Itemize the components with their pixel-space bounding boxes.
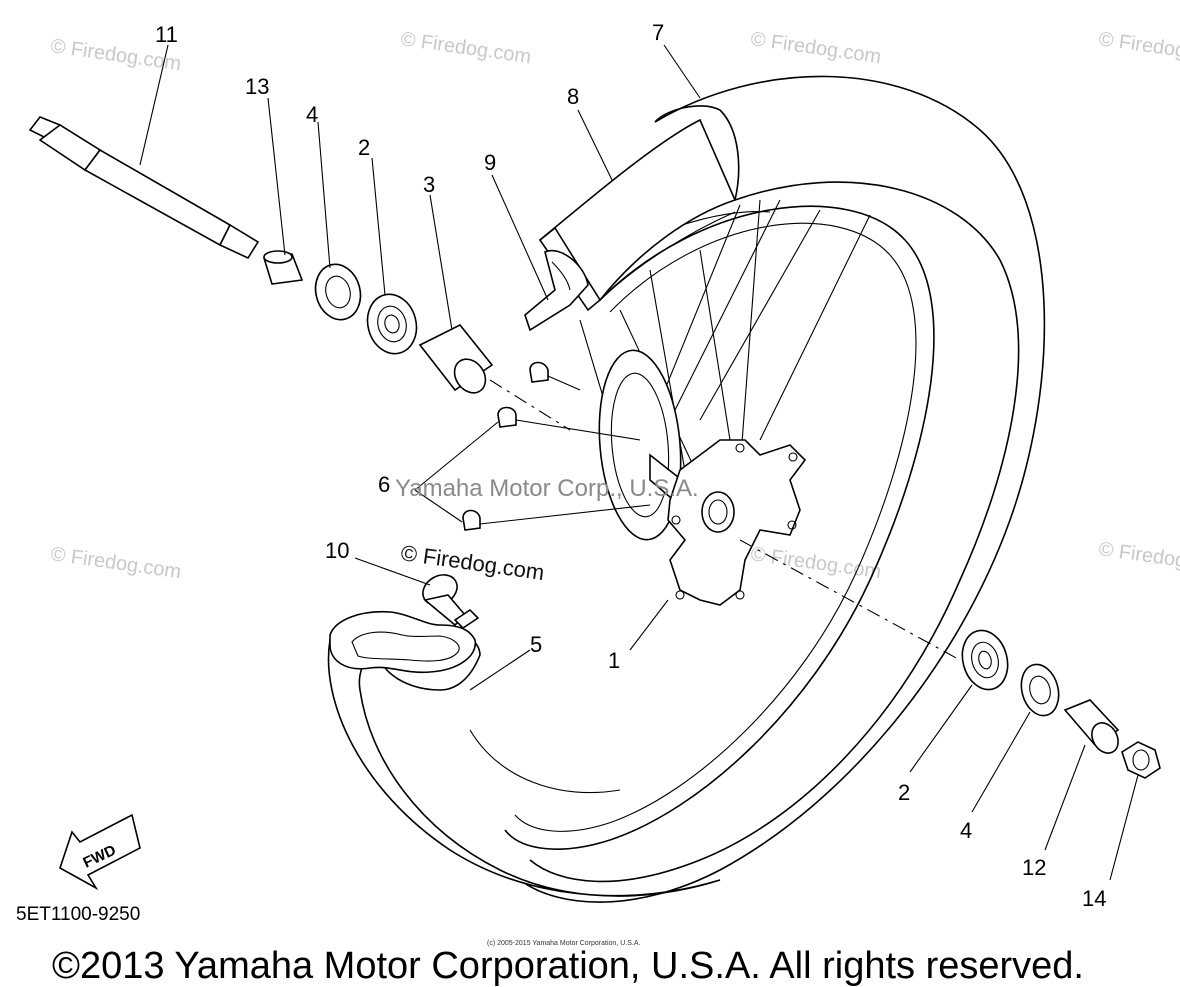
watermark: © Firedog.com: [749, 28, 882, 68]
callout-11: 11: [155, 22, 178, 47]
fwd-arrow-icon: FWD: [59, 813, 141, 891]
collar-13: [262, 250, 304, 285]
callout-6: 6: [378, 472, 390, 497]
callout-13: 13: [245, 74, 269, 99]
spacer: [418, 323, 494, 394]
callout-10: 10: [325, 538, 349, 563]
callout-12: 12: [1022, 855, 1046, 880]
tube: [327, 610, 721, 897]
callout-5: 5: [530, 632, 542, 657]
center-watermark: Yamaha Motor Corp., U.S.A.: [395, 475, 699, 502]
watermark: © Firedog.com: [49, 543, 182, 583]
small-copyright: (c) 2005-2015 Yamaha Motor Corporation, …: [487, 940, 640, 947]
oil-seal-left: [314, 263, 362, 321]
bearing-right: [961, 629, 1009, 691]
callout-4-right: 4: [960, 818, 972, 843]
tire: [519, 75, 1046, 903]
callout-14: 14: [1082, 886, 1106, 911]
callout-7: 7: [652, 20, 664, 45]
oil-seal-right: [1020, 663, 1060, 717]
diagram-code: 5ET1100-9250: [16, 904, 140, 925]
callout-1: 1: [608, 648, 620, 673]
axis-centerline-right: [739, 539, 961, 661]
watermark: © Firedog.com: [399, 28, 532, 68]
callout-2-right: 2: [898, 780, 910, 805]
watermark: © Firedog.com: [1097, 28, 1180, 68]
leader-lines: [139, 44, 1139, 881]
copyright-text: ©2013 Yamaha Motor Corporation, U.S.A. A…: [52, 945, 1084, 987]
watermark-dark: © Firedog.com: [399, 540, 546, 585]
axis-centerline: [489, 379, 571, 431]
callouts: 11 13 4 2 3 9 8 7 6 10 5 1 2 4 12 14: [155, 20, 1106, 911]
valve-rubber: [524, 249, 589, 332]
watermark: © Firedog.com: [749, 543, 882, 583]
callout-4: 4: [306, 102, 318, 127]
callout-3: 3: [423, 172, 435, 197]
callout-8: 8: [567, 84, 579, 109]
rivets: [462, 361, 651, 531]
bearing-left: [366, 293, 418, 355]
callout-9: 9: [484, 150, 496, 175]
collar-12: [1063, 699, 1120, 754]
watermark: © Firedog.com: [1097, 538, 1180, 578]
callout-2: 2: [358, 135, 370, 160]
axle: [28, 116, 260, 260]
axle-nut: [1121, 741, 1161, 779]
hub: [598, 349, 807, 606]
tube-valve: [422, 574, 480, 630]
